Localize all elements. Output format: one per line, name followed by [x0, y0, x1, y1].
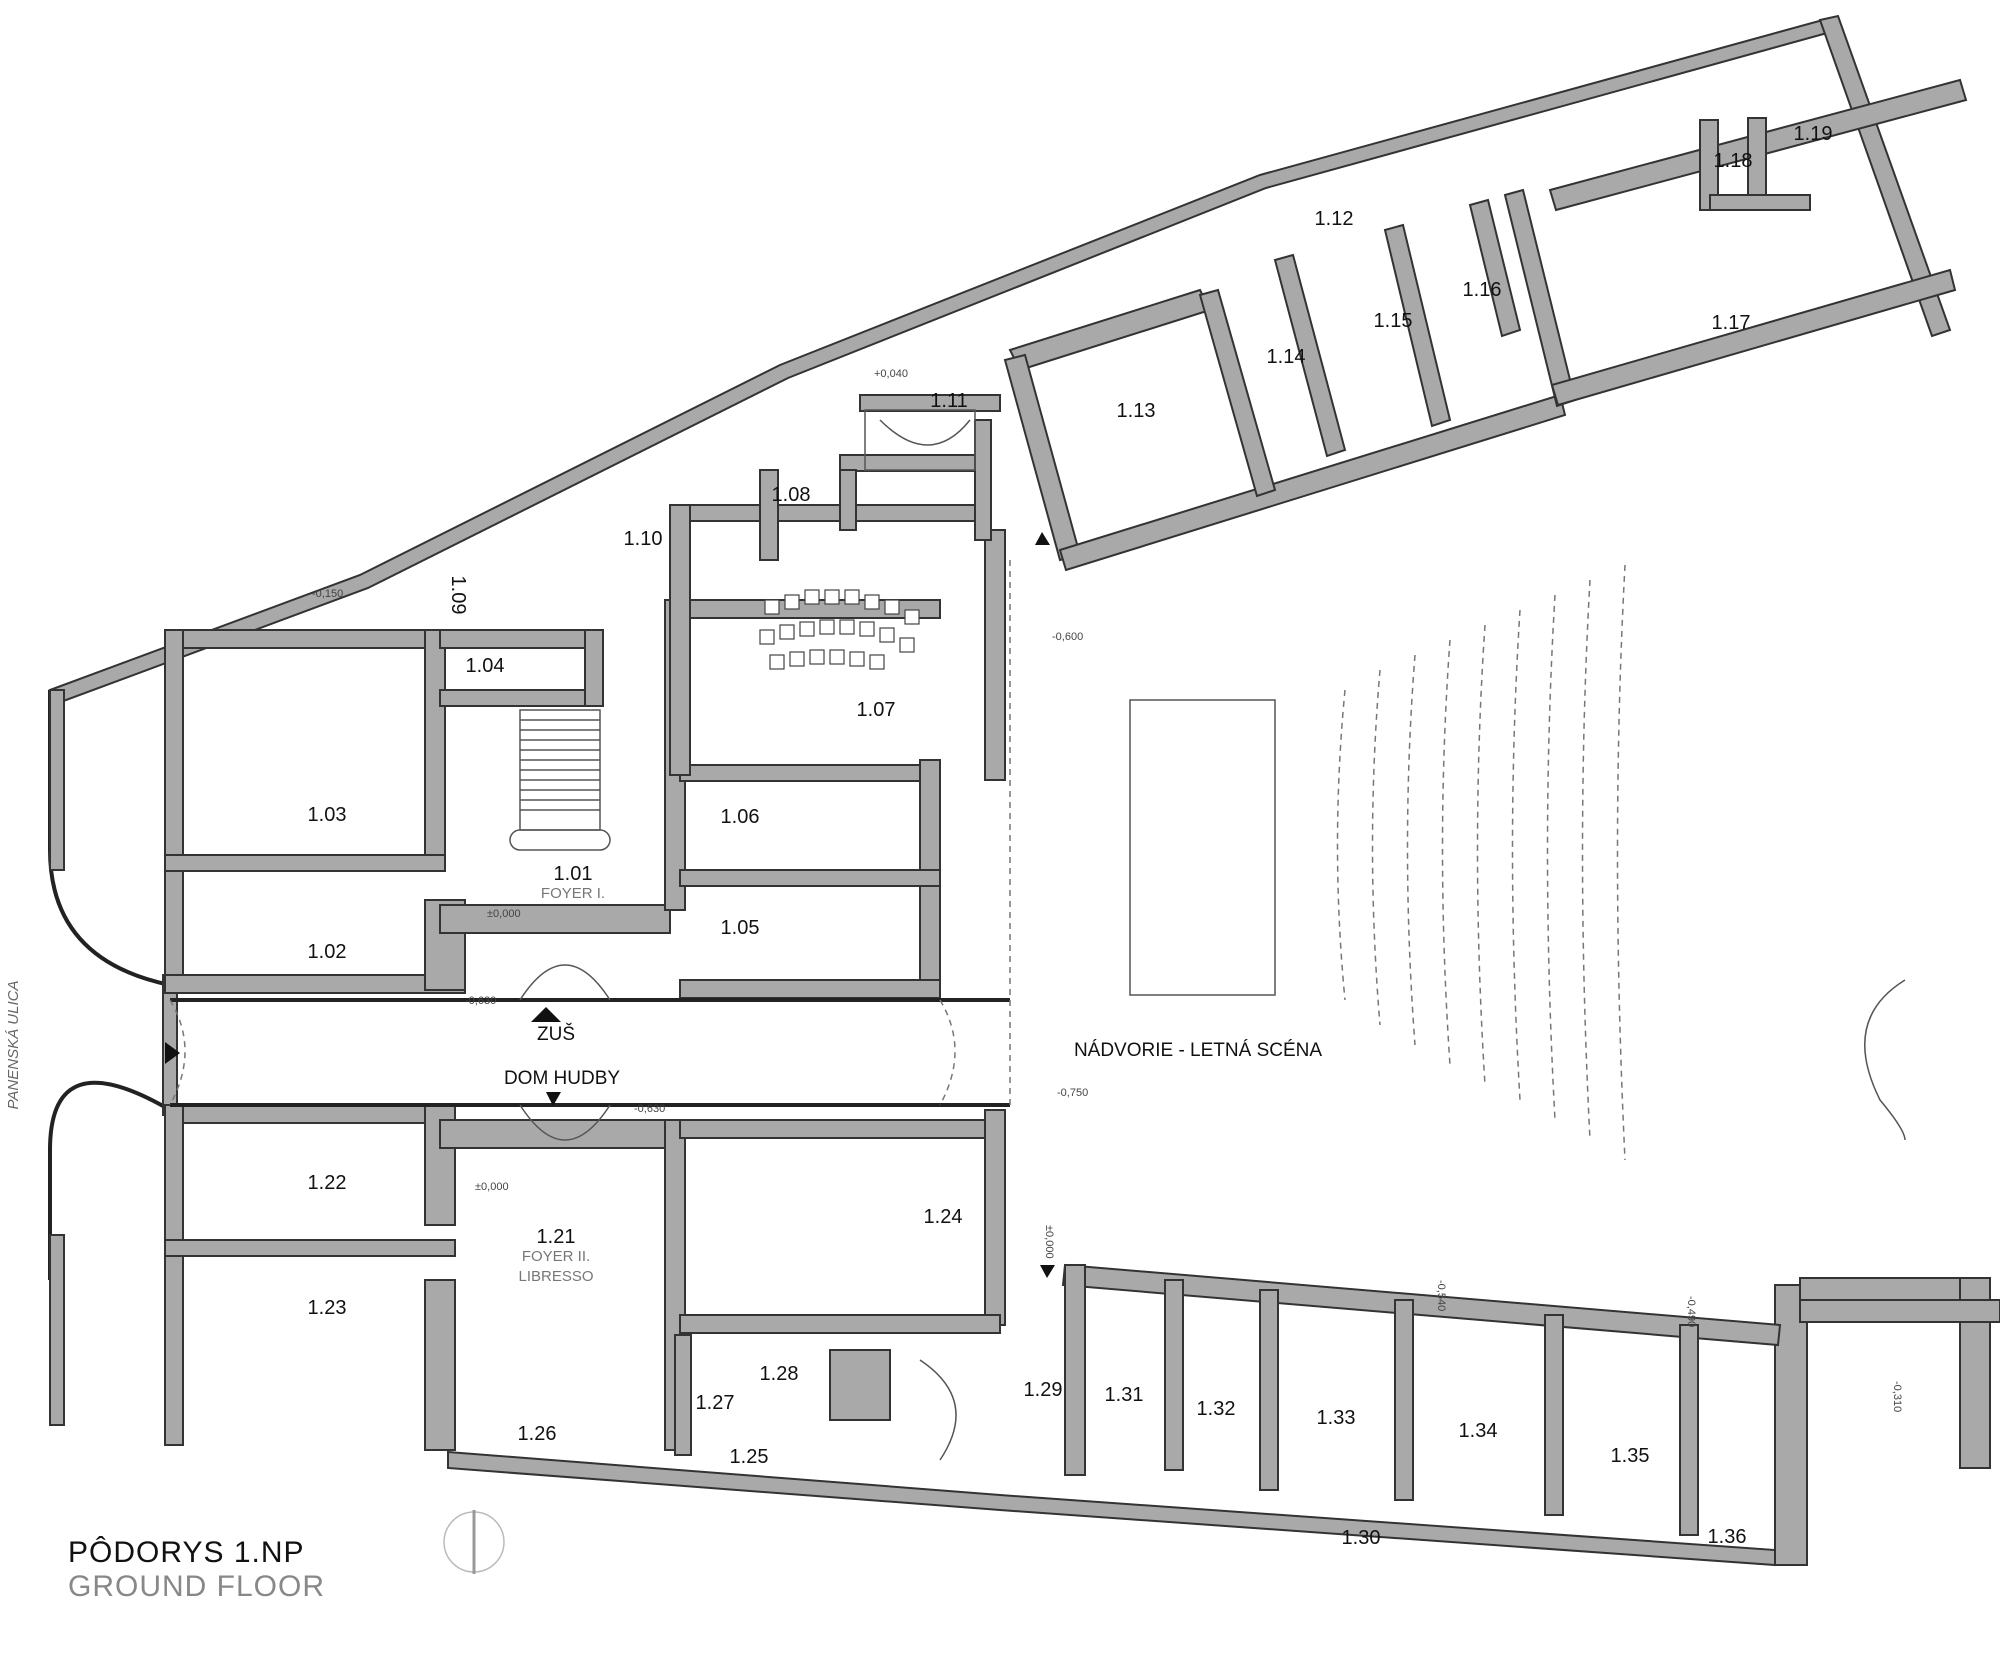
west-entrance-arrow: [165, 1042, 180, 1064]
north-offices-walls: [1003, 78, 1968, 572]
plan-subtitle: GROUND FLOOR: [68, 1570, 326, 1603]
central-staircase: [509, 709, 611, 851]
level-marker: -0,630: [465, 995, 496, 1007]
room-112-label: 1.12: [1315, 208, 1354, 230]
north-courtyard-arrow: [1035, 532, 1050, 545]
street-label: PANENSKÁ ULICA: [5, 981, 22, 1110]
room-101-label: 1.01: [554, 863, 593, 885]
room-126-label: 1.26: [518, 1423, 557, 1445]
room-105-label: 1.05: [721, 917, 760, 939]
room-107-label: 1.07: [857, 699, 896, 721]
level-marker: -0,540: [1435, 1280, 1447, 1311]
level-marker: -0,310: [1891, 1381, 1903, 1412]
level-marker: ±0,000: [1043, 1225, 1055, 1259]
courtyard-label: NÁDVORIE - LETNÁ SCÉNA: [1074, 1040, 1322, 1061]
entrance-corridor: [169, 964, 1010, 1141]
room-102-label: 1.02: [308, 941, 347, 963]
room-129-label: 1.29: [1024, 1379, 1063, 1401]
room-118-label: 1.18: [1714, 150, 1753, 172]
zus-entrance-arrow: [531, 1007, 561, 1022]
north-arrow-icon: [443, 1510, 505, 1574]
level-marker: -0,600: [1052, 631, 1083, 643]
room-101-sublabel: FOYER I.: [541, 885, 605, 902]
room-133-label: 1.33: [1317, 1407, 1356, 1429]
level-marker: -0,750: [1057, 1087, 1088, 1099]
room-108-label: 1.08: [772, 484, 811, 506]
room-109-label: 1.09: [447, 576, 469, 615]
room-130-label: 1.30: [1342, 1527, 1381, 1549]
room-110-label: 1.10: [624, 528, 663, 550]
level-marker: +0,040: [874, 368, 908, 380]
room-125-label: 1.25: [730, 1446, 769, 1468]
level-marker: ±0,000: [487, 908, 521, 920]
room-134-label: 1.34: [1459, 1420, 1498, 1442]
room-128-label: 1.28: [760, 1363, 799, 1385]
south-perimeter-wall: [447, 1277, 2000, 1567]
level-marker: -0,150: [312, 588, 343, 600]
room-121-sublabel-2: LIBRESSO: [518, 1268, 593, 1285]
room-121-sublabel-1: FOYER II.: [522, 1248, 590, 1265]
plan-title-block: PÔDORYS 1.NP GROUND FLOOR: [68, 1536, 325, 1604]
level-marker: -0,630: [634, 1103, 665, 1115]
room-107-walls: [669, 504, 1006, 781]
room-106-label: 1.06: [721, 806, 760, 828]
room-114-label: 1.14: [1267, 346, 1306, 368]
room-131-label: 1.31: [1105, 1384, 1144, 1406]
dom-hudby-entrance-arrow: [546, 1092, 561, 1106]
room-121-label: 1.21: [537, 1226, 576, 1248]
room-119-label: 1.19: [1794, 123, 1833, 145]
room-132-label: 1.32: [1197, 1398, 1236, 1420]
room-115-label: 1.15: [1374, 310, 1413, 332]
south-service-walls: [829, 1349, 957, 1461]
room-111-label: 1.11: [930, 390, 967, 412]
room-116-label: 1.16: [1463, 279, 1502, 301]
courtyard-seating-rows: [1336, 564, 1626, 1161]
north-service-walls: [759, 394, 1001, 561]
room-123-label: 1.23: [308, 1297, 347, 1319]
room-122-label: 1.22: [308, 1172, 347, 1194]
level-marker: ±0,000: [475, 1181, 509, 1193]
west-facade: [48, 689, 178, 1426]
room-136-label: 1.36: [1708, 1526, 1747, 1548]
room-117-label: 1.17: [1712, 312, 1751, 334]
room-107-seating: [759, 589, 920, 670]
south-courtyard-arrow: [1040, 1265, 1055, 1278]
room-113-label: 1.13: [1117, 400, 1156, 422]
room-124-label: 1.24: [924, 1206, 963, 1228]
courtyard-stage: [1009, 560, 1276, 1110]
room-135-label: 1.35: [1611, 1445, 1650, 1467]
south-offices-walls: [1061, 1263, 1782, 1536]
dom-hudby-entrance-label: DOM HUDBY: [504, 1068, 620, 1089]
room-127-label: 1.27: [696, 1392, 735, 1414]
courtyard-east-apse: [1864, 979, 1906, 1141]
level-marker: -0,490: [1685, 1296, 1697, 1327]
zus-entrance-label: ZUŠ: [537, 1023, 575, 1045]
central-wing-walls: [439, 599, 1006, 1456]
plan-title: PÔDORYS 1.NP: [68, 1536, 305, 1569]
stair-111: [864, 409, 976, 471]
room-103-label: 1.03: [308, 804, 347, 826]
room-104-label: 1.04: [466, 655, 505, 677]
